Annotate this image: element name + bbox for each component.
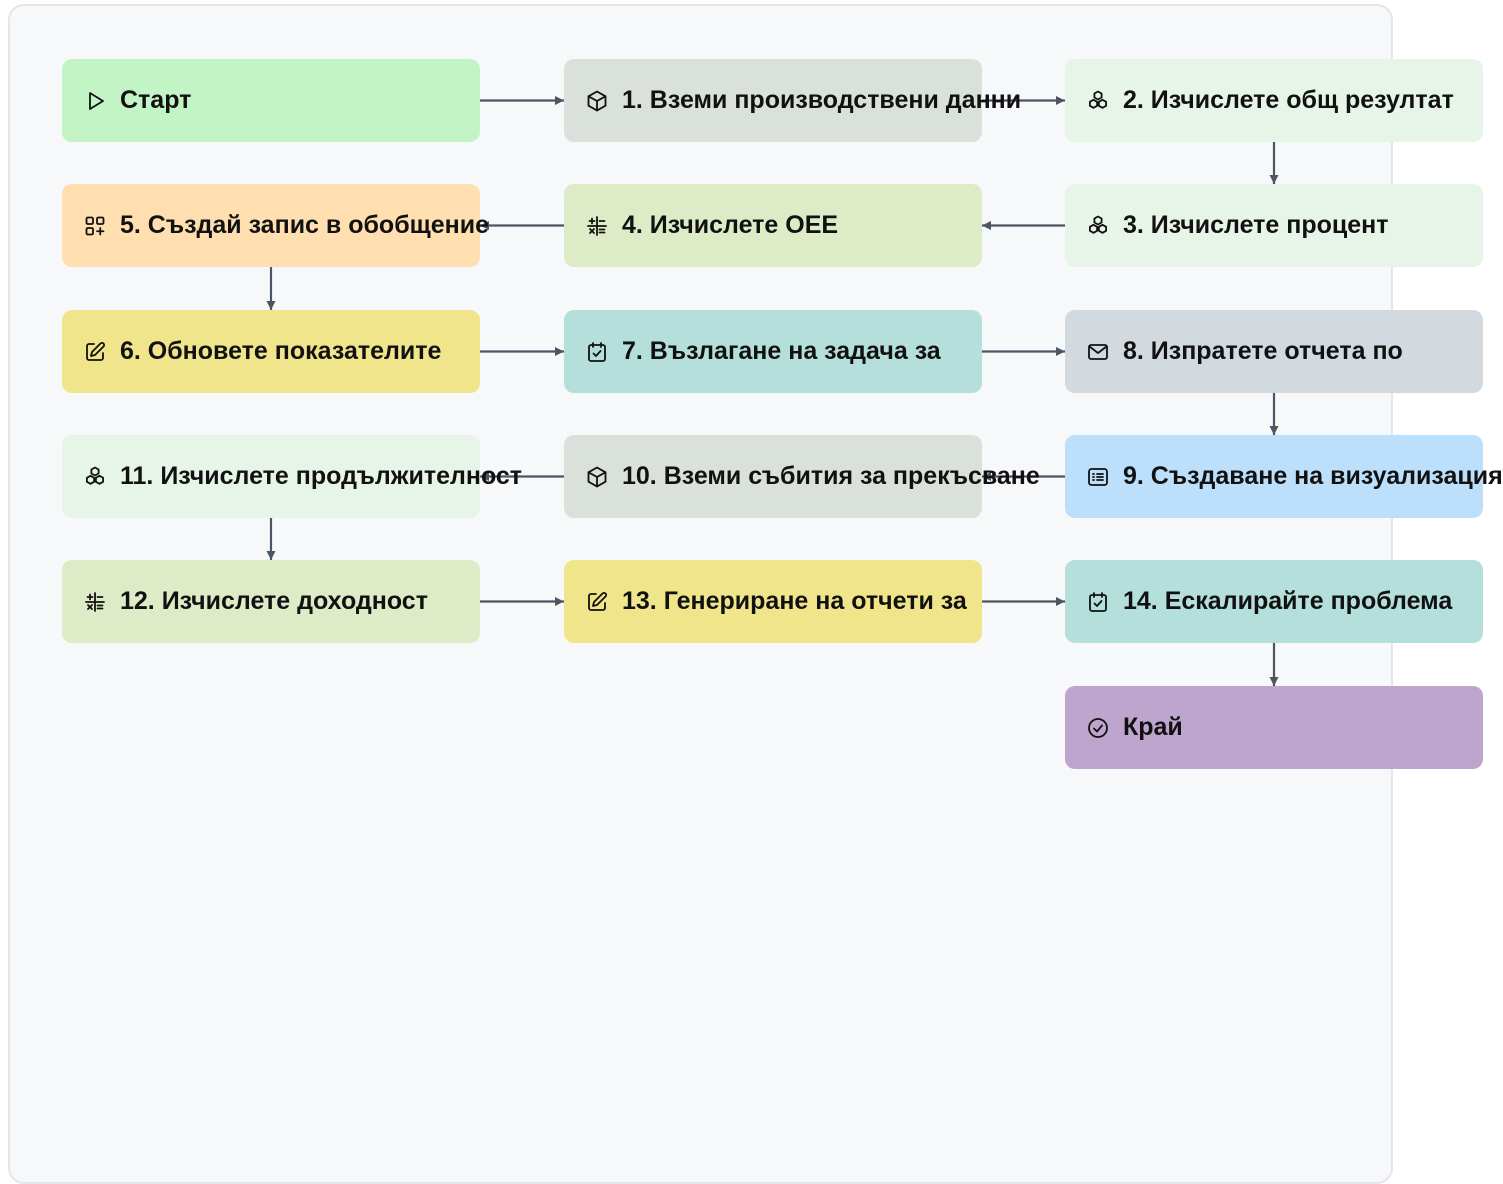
edge-n1-n2 [982, 96, 1065, 105]
check-circle-icon [1085, 715, 1111, 741]
calendar-check-icon [584, 339, 610, 365]
edge-n8-n9 [1269, 393, 1279, 435]
node-n6[interactable]: 6. Обновете показателите [62, 310, 480, 393]
node-n8[interactable]: 8. Изпратете отчета по [1065, 310, 1483, 393]
node-n4[interactable]: 4. Изчислете OEE [564, 184, 982, 267]
cubes-icon [1085, 88, 1111, 114]
node-label: 3. Изчислете процент [1123, 211, 1389, 239]
node-label: 9. Създаване на визуализация [1123, 462, 1503, 490]
box-icon [584, 464, 610, 490]
cubes-icon [82, 464, 108, 490]
list-icon [1085, 464, 1111, 490]
edge-n6-n7 [480, 347, 564, 356]
play-icon [82, 88, 108, 114]
calculator-icon [584, 213, 610, 239]
node-n14[interactable]: 14. Ескалирайте проблема [1065, 560, 1483, 643]
node-n5[interactable]: 5. Създай запис в обобщение [62, 184, 490, 267]
node-label: 10. Вземи събития за прекъсване [622, 462, 1040, 490]
node-n1[interactable]: 1. Вземи производствени данни [564, 59, 1022, 142]
node-label: 12. Изчислете доходност [120, 587, 428, 615]
calendar-check-icon [1085, 589, 1111, 615]
node-label: 2. Изчислете общ резултат [1123, 86, 1454, 114]
edge-n3-n4 [982, 221, 1065, 230]
calculator-icon [82, 589, 108, 615]
box-icon [584, 88, 610, 114]
node-n2[interactable]: 2. Изчислете общ резултат [1065, 59, 1483, 142]
node-label: 4. Изчислете OEE [622, 211, 839, 239]
node-label: 1. Вземи производствени данни [622, 86, 1022, 114]
edge-n10-n11 [480, 472, 564, 481]
node-label: 5. Създай запис в обобщение [120, 211, 490, 239]
edge-n5-n6 [266, 267, 276, 310]
node-label: 7. Възлагане на задача за [622, 337, 941, 365]
node-end[interactable]: Край [1065, 686, 1483, 769]
mail-icon [1085, 339, 1111, 365]
node-start[interactable]: Старт [62, 59, 480, 142]
connector-layer [266, 96, 1279, 686]
edge-n9-n10 [982, 472, 1065, 481]
node-label: 8. Изпратете отчета по [1123, 337, 1403, 365]
node-label: 13. Генериране на отчети за [622, 587, 967, 615]
edit-icon [82, 339, 108, 365]
edge-n12-n13 [480, 597, 564, 606]
edge-start-n1 [480, 96, 564, 105]
node-n7[interactable]: 7. Възлагане на задача за [564, 310, 982, 393]
node-n12[interactable]: 12. Изчислете доходност [62, 560, 480, 643]
node-n9[interactable]: 9. Създаване на визуализация [1065, 435, 1503, 518]
node-label: 11. Изчислете продължителност [120, 462, 523, 490]
node-n11[interactable]: 11. Изчислете продължителност [62, 435, 523, 518]
edit-icon [584, 589, 610, 615]
edge-n11-n12 [266, 518, 276, 560]
edge-n7-n8 [982, 347, 1065, 356]
flow-canvas: Старт 1. Вземи производствени данни 2. Изч… [8, 4, 1503, 1184]
edge-n13-n14 [982, 597, 1065, 606]
node-label: Старт [120, 86, 192, 114]
node-label: Край [1123, 713, 1183, 741]
edge-n2-n3 [1269, 142, 1279, 184]
node-n3[interactable]: 3. Изчислете процент [1065, 184, 1483, 267]
apps-add-icon [82, 213, 108, 239]
node-label: 6. Обновете показателите [120, 337, 442, 365]
node-n13[interactable]: 13. Генериране на отчети за [564, 560, 982, 643]
edge-n14-end [1269, 643, 1279, 686]
cubes-icon [1085, 213, 1111, 239]
edge-n4-n5 [480, 221, 564, 230]
node-label: 14. Ескалирайте проблема [1123, 587, 1453, 615]
node-n10[interactable]: 10. Вземи събития за прекъсване [564, 435, 1040, 518]
